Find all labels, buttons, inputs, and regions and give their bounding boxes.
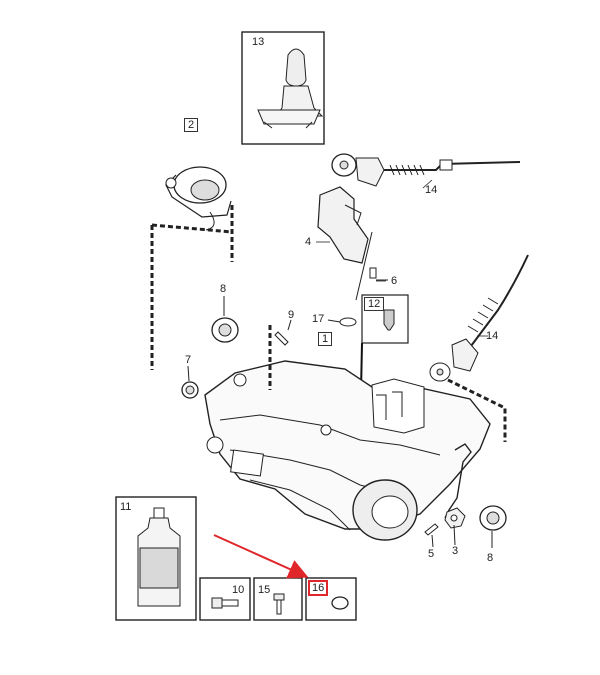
pin-6 — [369, 267, 388, 281]
shift-cable-top — [331, 153, 521, 187]
callout-9: 9 — [288, 309, 295, 321]
release-bearing — [165, 166, 232, 231]
selector-arm — [444, 443, 472, 546]
callout-14-right: 14 — [486, 330, 499, 342]
callout-8-right: 8 — [487, 552, 494, 564]
callout-5: 5 — [428, 548, 435, 560]
callout-16-highlighted[interactable]: 16 — [308, 580, 329, 596]
bolt-15-panel — [253, 577, 303, 621]
callout-8-left: 8 — [220, 283, 227, 295]
bolt-10-panel — [199, 577, 251, 621]
bolt-9 — [274, 319, 292, 346]
callout-1: 1 — [318, 332, 333, 346]
o-ring-16-panel — [305, 577, 357, 621]
gear-knob-panel — [241, 31, 325, 145]
callout-15: 15 — [258, 584, 271, 596]
bolt-5 — [424, 523, 439, 548]
callout-10: 10 — [232, 584, 245, 596]
callout-6: 6 — [391, 275, 398, 287]
callout-3: 3 — [452, 545, 459, 557]
callout-7: 7 — [185, 354, 192, 366]
o-ring-17 — [327, 317, 357, 327]
transmission-housing — [204, 360, 491, 541]
callout-13: 13 — [252, 36, 265, 48]
seal-right — [479, 505, 507, 548]
callout-4: 4 — [305, 236, 312, 248]
leader-lines — [316, 179, 488, 337]
shift-cable-right — [429, 254, 529, 382]
bearing-dashes — [150, 205, 234, 370]
oil-bottle-panel — [115, 496, 197, 621]
callout-17: 17 — [312, 313, 325, 325]
o-ring-7 — [181, 365, 199, 399]
shift-lever-bracket — [317, 186, 373, 301]
callout-14-top: 14 — [425, 184, 438, 196]
highlight-arrow — [213, 534, 309, 579]
callout-12: 12 — [364, 297, 385, 311]
callout-2: 2 — [184, 118, 199, 132]
seal-left — [211, 296, 239, 343]
callout-11: 11 — [120, 501, 132, 513]
